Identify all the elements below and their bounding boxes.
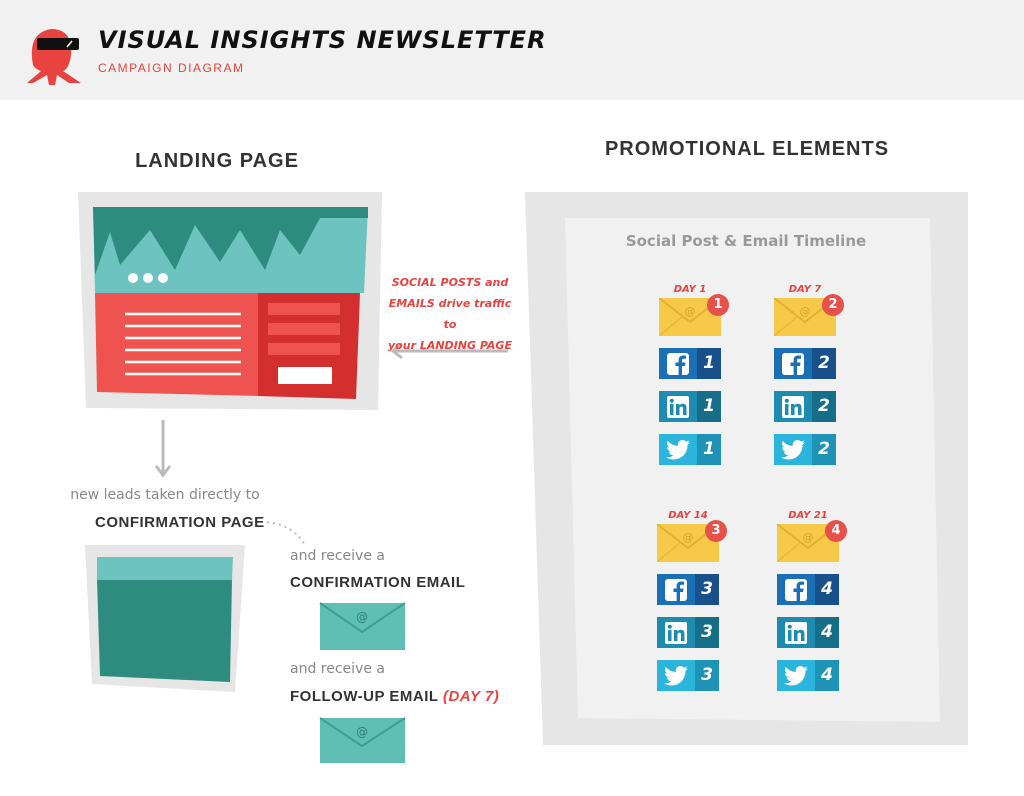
followup-day: (DAY 7)	[442, 688, 500, 705]
linkedin-post-tile: 3	[657, 617, 719, 648]
twitter-post-tile: 3	[657, 660, 719, 691]
day-label: DAY 14	[668, 510, 708, 521]
linkedin-post-tile: 1	[659, 391, 721, 422]
twitter-post-tile: 1	[659, 434, 721, 465]
traffic-note: SOCIAL POSTS and EMAILS drive traffic to…	[385, 272, 515, 356]
dotted-connector	[254, 520, 306, 546]
email-envelope-icon: @ 3	[656, 520, 727, 563]
svg-text:@: @	[356, 610, 368, 624]
twitter-icon	[657, 660, 695, 691]
followup-email-envelope-icon: @	[319, 717, 406, 763]
left-arrow-icon	[390, 342, 508, 360]
svg-text:@: @	[803, 531, 814, 544]
facebook-icon	[774, 348, 812, 379]
followup-email-label: FOLLOW-UP EMAIL (DAY 7)	[290, 688, 499, 705]
post-number: 1	[697, 391, 721, 422]
confirmation-email-label: CONFIRMATION EMAIL	[290, 574, 466, 591]
timeline-title: Social Post & Email Timeline	[625, 232, 867, 250]
twitter-post-tile: 2	[774, 434, 836, 465]
email-envelope-icon: @ 1	[658, 294, 729, 337]
header: VISUAL INSIGHTS NEWSLETTER CAMPAIGN DIAG…	[0, 0, 1024, 100]
post-number: 1	[697, 434, 721, 465]
email-envelope-icon: @ 4	[776, 520, 847, 563]
newsletter-title: VISUAL INSIGHTS NEWSLETTER	[98, 26, 547, 54]
svg-text:@: @	[683, 531, 694, 544]
facebook-icon	[777, 574, 815, 605]
octopus-logo-icon	[27, 29, 81, 85]
svg-text:@: @	[685, 305, 696, 318]
facebook-icon	[659, 348, 697, 379]
svg-text:@: @	[356, 725, 368, 739]
post-number: 3	[695, 574, 719, 605]
post-number: 2	[812, 434, 836, 465]
facebook-post-tile: 2	[774, 348, 836, 379]
landing-page-mockup	[78, 192, 382, 410]
traffic-note-line: SOCIAL POSTS and	[391, 276, 509, 289]
linkedin-icon	[777, 617, 815, 648]
day-label: DAY 7	[788, 284, 822, 295]
post-number: 4	[815, 660, 839, 691]
confirmation-page-label: CONFIRMATION PAGE	[95, 514, 265, 531]
traffic-note-line: EMAILS drive traffic to	[388, 297, 512, 331]
traffic-note-line: your LANDING PAGE	[388, 339, 512, 352]
linkedin-post-tile: 4	[777, 617, 839, 648]
followup-email-text: FOLLOW-UP EMAIL	[290, 688, 439, 705]
day-label: DAY 1	[673, 284, 707, 295]
twitter-icon	[659, 434, 697, 465]
receive-text-2: and receive a	[290, 661, 385, 677]
email-badge: 1	[707, 294, 729, 316]
promotional-elements-heading: PROMOTIONAL ELEMENTS	[604, 138, 890, 160]
confirmation-page-mockup	[85, 545, 245, 692]
facebook-post-tile: 1	[659, 348, 721, 379]
linkedin-icon	[657, 617, 695, 648]
linkedin-post-tile: 2	[774, 391, 836, 422]
landing-page-heading: LANDING PAGE	[135, 150, 299, 172]
email-badge: 4	[825, 520, 847, 542]
twitter-icon	[777, 660, 815, 691]
post-number: 2	[812, 348, 836, 379]
email-envelope-icon: @ 2	[773, 294, 844, 337]
down-arrow-icon	[154, 420, 172, 478]
facebook-post-tile: 3	[657, 574, 719, 605]
facebook-post-tile: 4	[777, 574, 839, 605]
twitter-icon	[774, 434, 812, 465]
email-badge: 3	[705, 520, 727, 542]
receive-text-1: and receive a	[290, 548, 385, 564]
post-number: 4	[815, 574, 839, 605]
post-number: 2	[812, 391, 836, 422]
svg-text:@: @	[800, 305, 811, 318]
day-label: DAY 21	[788, 510, 828, 521]
linkedin-icon	[659, 391, 697, 422]
post-number: 1	[697, 348, 721, 379]
post-number: 4	[815, 617, 839, 648]
leads-text: new leads taken directly to	[70, 487, 260, 503]
twitter-post-tile: 4	[777, 660, 839, 691]
post-number: 3	[695, 660, 719, 691]
promo-panel	[525, 192, 968, 745]
post-number: 3	[695, 617, 719, 648]
campaign-subtitle: CAMPAIGN DIAGRAM	[98, 61, 245, 75]
facebook-icon	[657, 574, 695, 605]
linkedin-icon	[774, 391, 812, 422]
email-badge: 2	[822, 294, 844, 316]
confirmation-email-envelope-icon: @	[319, 602, 406, 650]
